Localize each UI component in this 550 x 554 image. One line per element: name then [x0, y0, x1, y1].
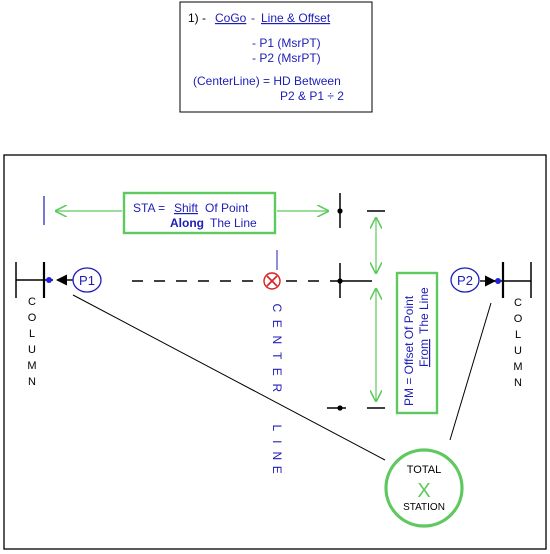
pm-the-line: The Line [417, 287, 431, 334]
sta-prefix: STA = [133, 201, 165, 215]
center-word1-letter: N [270, 335, 284, 344]
p2-label: P2 [450, 267, 497, 293]
info-p1: - P1 (MsrPT) [252, 36, 321, 50]
center-word1-letter: E [270, 320, 284, 328]
total-station-top: TOTAL [407, 464, 441, 476]
center-word2-letter: E [270, 466, 284, 474]
col-right-letters-letter: L [515, 329, 521, 341]
sta-the-line: The Line [210, 216, 257, 230]
col-left-letters-letter: N [28, 376, 36, 388]
sight-line-p1 [72, 294, 386, 461]
info-step: 1) - [188, 11, 206, 25]
col-right-letters-letter: C [514, 297, 522, 309]
info-p2: - P2 (MsrPT) [252, 51, 321, 65]
p1-label: P1 [55, 267, 102, 293]
info-centerline-def-2: P2 & P1 ÷ 2 [280, 89, 344, 103]
center-word1-letter: T [270, 352, 284, 360]
center-word1-letter: R [270, 383, 284, 392]
info-separator: - [251, 11, 255, 25]
total-station: TOTAL X STATION [384, 448, 464, 528]
center-line-label-line: L I NE [270, 424, 284, 473]
sta-of-point: Of Point [205, 201, 249, 215]
center-word2-letter: N [270, 451, 284, 460]
center-word1-letter: C [270, 303, 284, 312]
col-left-letters-letter: C [28, 296, 36, 308]
col-left-letters-letter: U [28, 344, 36, 356]
total-station-mark: X [417, 480, 430, 502]
center-word1-letter: E [270, 368, 284, 376]
col-right-letters-letter: M [513, 361, 522, 373]
total-station-bottom: STATION [403, 502, 445, 513]
col-right-letters-letter: U [514, 345, 522, 357]
col-right-letters-letter: O [514, 313, 523, 325]
sta-shift: Shift [174, 201, 199, 215]
info-command: Line & Offset [261, 11, 331, 25]
col-left-letters-letter: O [28, 312, 37, 324]
pm-label: PM = Offset Of Point [402, 295, 416, 406]
info-box-frame [179, 1, 373, 113]
p1-text: P1 [79, 273, 95, 288]
sta-along: Along [170, 216, 204, 230]
col-left-letters-letter: M [27, 360, 36, 372]
pm-box: PM = Offset Of Point From The Line [395, 271, 439, 415]
pm-from: From [417, 339, 431, 367]
p2-dot [495, 278, 501, 284]
p2-text: P2 [457, 273, 473, 288]
main-frame [3, 154, 547, 550]
total-station-circle [384, 448, 464, 528]
p1-dot [46, 277, 52, 283]
center-word2-letter: I [270, 440, 284, 443]
info-app-name: CoGo [215, 11, 247, 25]
sight-line-p2 [449, 302, 492, 441]
col-left-letters-letter: L [29, 328, 35, 340]
center-marker [263, 272, 281, 290]
info-box: 1) - CoGo - Line & Offset - P1 (MsrPT) -… [179, 1, 373, 113]
info-centerline-def: (CenterLine) = HD Between [193, 74, 341, 88]
offset-ticks [327, 193, 385, 411]
col-right-letters-letter: N [514, 377, 522, 389]
center-word2-letter: L [270, 424, 284, 431]
sta-box: STA = Shift Of Point Along The Line [122, 191, 277, 235]
